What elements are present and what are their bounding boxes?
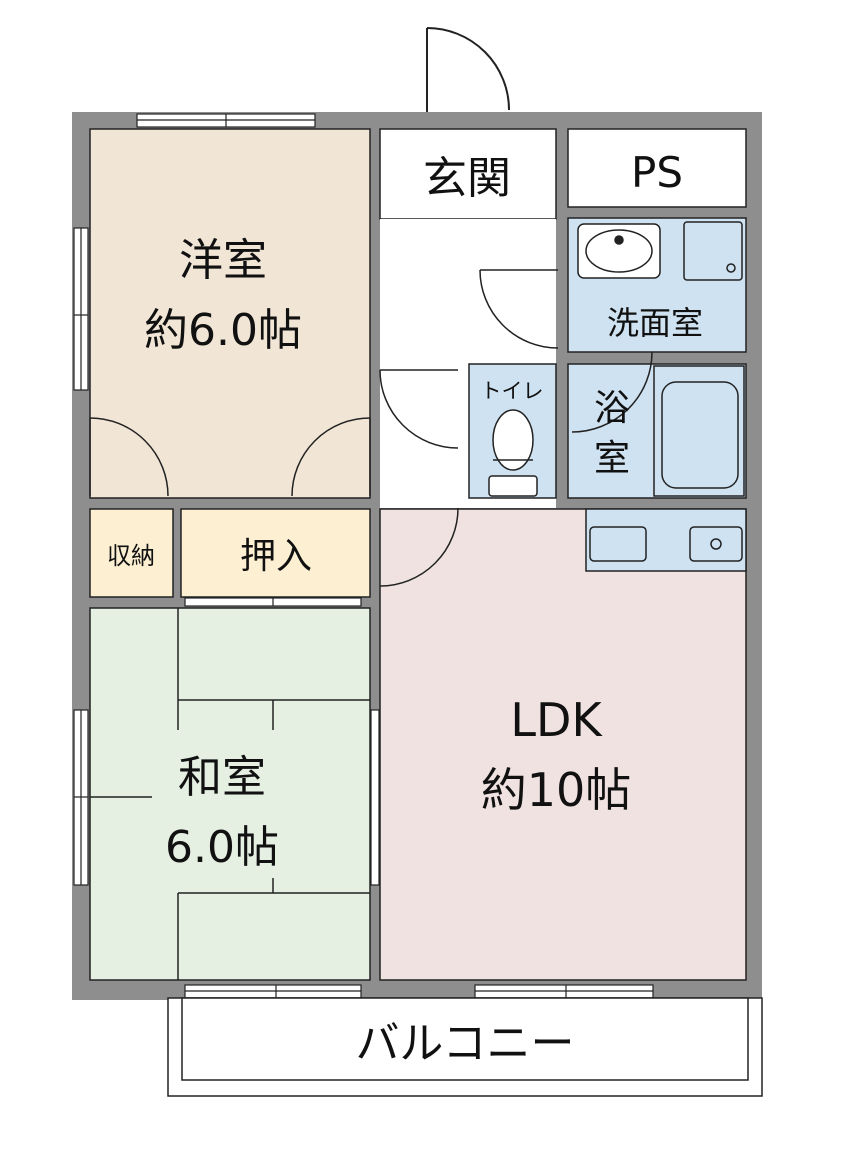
oshiire-label: 押入	[240, 536, 312, 577]
door-swings	[89, 269, 653, 587]
japanese-room	[89, 607, 371, 981]
bath-label-2: 室	[594, 438, 630, 479]
windows	[73, 113, 654, 999]
ps-shaft	[567, 128, 747, 208]
oshiire	[180, 508, 371, 598]
entrance-label: 玄関	[423, 153, 511, 204]
closet-label: 収納	[107, 542, 155, 570]
western-room-name: 洋室	[179, 235, 267, 286]
closet	[89, 508, 174, 598]
hall-lower	[380, 352, 458, 508]
bathtub-icon	[653, 365, 745, 497]
ps-label: PS	[631, 148, 683, 197]
entrance-door-icon	[426, 27, 510, 112]
bath-label-1: 浴	[594, 388, 630, 429]
western-room-size: 約6.0帖	[144, 305, 302, 356]
washing-machine-icon	[683, 221, 743, 281]
ldk-room	[379, 508, 747, 981]
ldk-name: LDK	[510, 693, 603, 747]
western-room	[89, 128, 371, 499]
toilet-icon	[488, 409, 538, 497]
washbasin-icon	[577, 223, 661, 279]
entrance-area	[379, 128, 557, 220]
balcony-inner	[181, 997, 749, 1081]
ldk-size: 約10帖	[481, 763, 632, 817]
japanese-room-name: 和室	[178, 752, 266, 803]
japanese-room-size: 6.0帖	[165, 822, 279, 873]
kitchen-counter-icon	[585, 508, 747, 572]
washroom-label: 洗面室	[607, 304, 703, 342]
toilet-label: トイレ	[481, 379, 544, 403]
balcony-label: バルコニー	[355, 1018, 574, 1069]
tatami-lines	[90, 608, 370, 980]
